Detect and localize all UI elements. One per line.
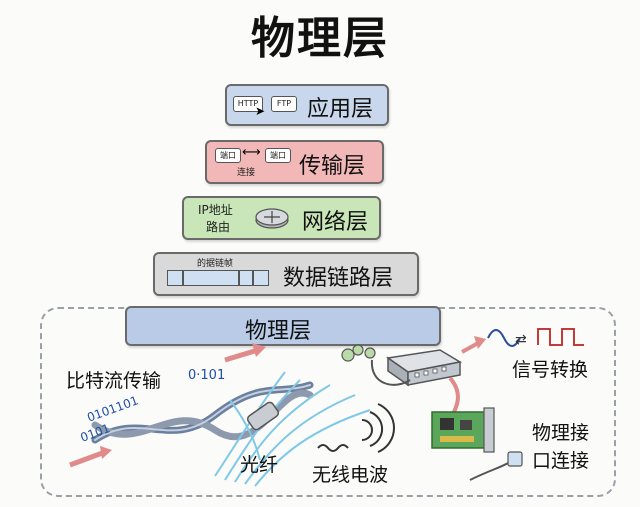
layer-datalink: 的据链帧 数据链路层: [153, 252, 419, 296]
layer-name-network: 网络层: [302, 210, 369, 235]
layer-name-datalink: 数据链路层: [283, 266, 394, 291]
signal-label: 信号转换: [512, 359, 589, 381]
wireless-waves-icon: [317, 403, 395, 453]
bitstream-label: 比特流传输: [66, 370, 162, 392]
router-icon: [255, 208, 289, 229]
layer-network: IP地址 路由 网络层: [182, 196, 381, 240]
layer-name-physical: 物理层: [245, 319, 312, 344]
square-wave-icon: [537, 328, 584, 346]
port-badge-left: 端口: [215, 148, 241, 163]
cursor-icon: ➤: [255, 104, 266, 118]
network-card-icon: [431, 407, 495, 453]
page-title: 物理层: [251, 13, 389, 64]
layer-name-application: 应用层: [307, 97, 374, 122]
http-badge: HTTP: [233, 96, 263, 112]
switch-icon: [386, 349, 463, 387]
interface-label-line1: 物理接: [532, 422, 590, 444]
frame-label: 的据链帧: [197, 259, 234, 269]
twisted-pair-cable: [91, 381, 314, 444]
bits-right: 0·101: [188, 368, 226, 383]
cable-icon: [469, 451, 523, 481]
svg-text:⇄: ⇄: [515, 332, 527, 348]
ftp-badge: FTP: [271, 96, 297, 112]
wave-icon: [487, 329, 521, 347]
layer-application: HTTP ➤ FTP 应用层: [225, 84, 389, 126]
frame-bar: [167, 270, 269, 286]
routing-label: 路由: [206, 220, 231, 234]
bidirectional-arrow-icon: ⟷: [242, 145, 261, 160]
arrow-icon: [224, 347, 259, 363]
layer-transport: 端口 ⟷ 端口 连接 传输层: [205, 140, 384, 184]
layer-name-transport: 传输层: [299, 154, 366, 179]
wireless-label: 无线电波: [312, 464, 389, 486]
interface-label-line2: 口连接: [532, 450, 590, 472]
ip-address-label: IP地址: [198, 203, 233, 217]
connection-label: 连接: [237, 168, 256, 178]
port-badge-right: 端口: [265, 148, 291, 163]
arrow-icon: [69, 449, 106, 468]
layer-physical: 物理层: [125, 306, 441, 346]
fiber-label: 光纤: [240, 454, 279, 476]
